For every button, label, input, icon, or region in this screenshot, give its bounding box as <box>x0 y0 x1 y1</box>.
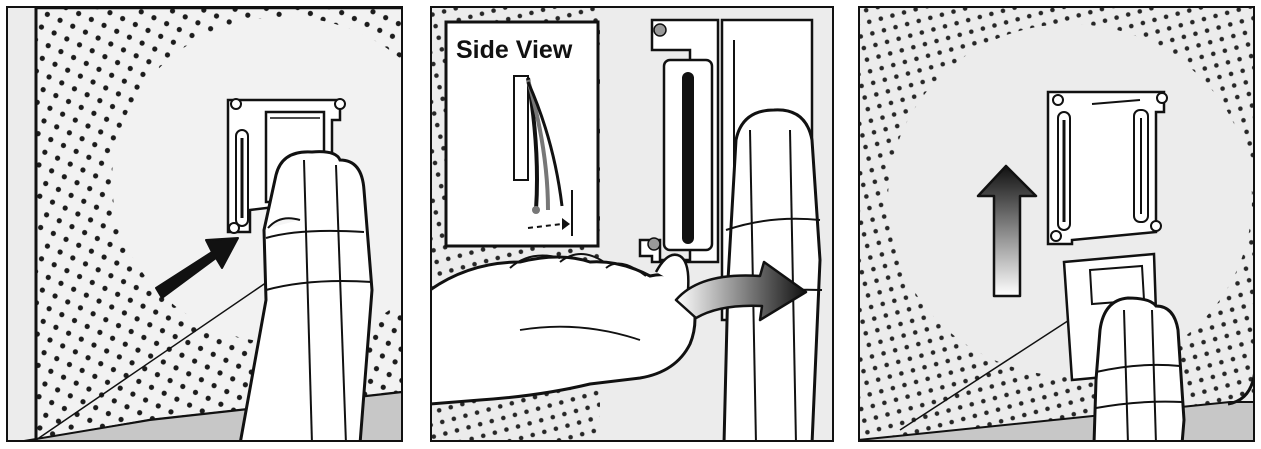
vesa-bracket <box>1048 92 1167 244</box>
side-view-inset: Side View <box>446 22 598 246</box>
panel-2: Side View <box>430 6 834 444</box>
panel-1 <box>6 6 455 444</box>
panel-3 <box>858 6 1255 444</box>
inset-title: Side View <box>456 36 573 64</box>
